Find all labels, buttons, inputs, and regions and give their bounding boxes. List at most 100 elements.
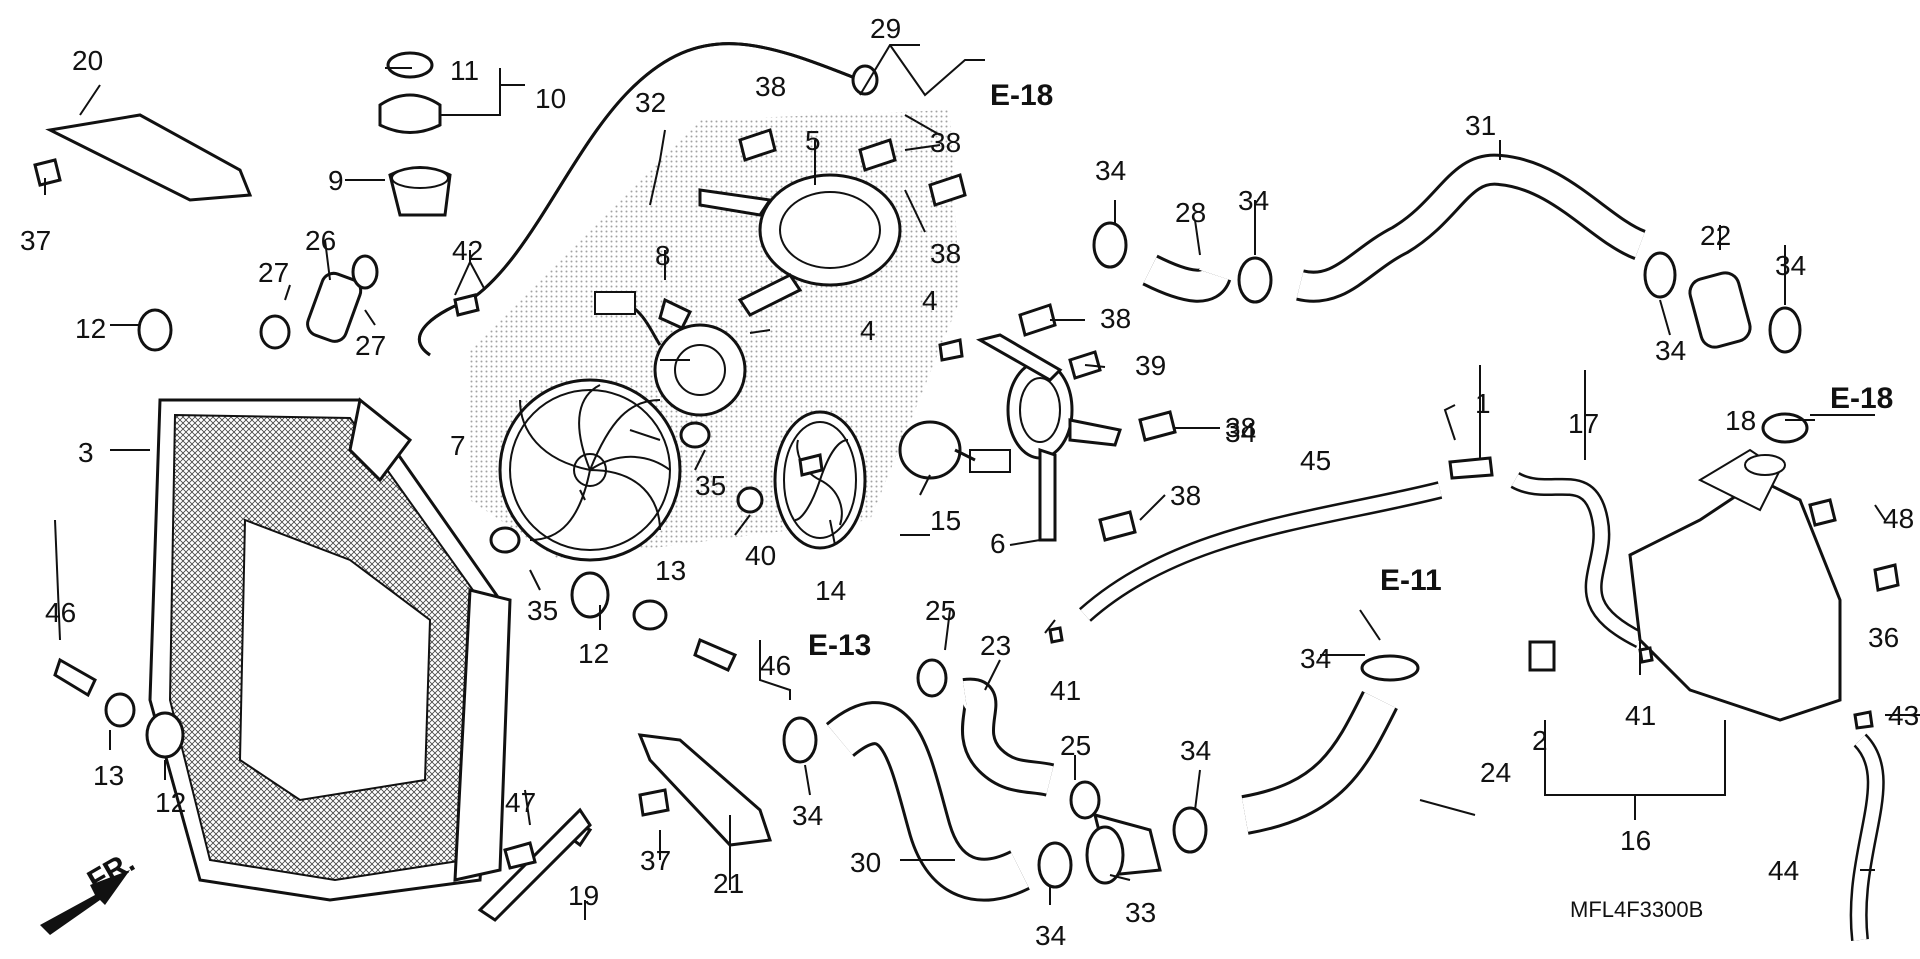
part-label: 39 <box>1135 350 1166 381</box>
part-label: 19 <box>568 880 599 911</box>
part-label: 11 <box>450 55 479 86</box>
part-label: 33 <box>1125 897 1156 928</box>
part-label: 15 <box>930 505 961 536</box>
hose-24 <box>1241 691 1398 835</box>
part-label: 37 <box>20 225 51 256</box>
hose-28 <box>1142 254 1232 303</box>
part-label: 30 <box>850 847 881 878</box>
part-label: 34 <box>792 800 823 831</box>
radiator-cap <box>378 51 452 217</box>
ref-e13: E-13 <box>808 629 871 662</box>
part-label: 8 <box>655 240 671 271</box>
hose-23 <box>960 677 1055 797</box>
part-label: 31 <box>1465 110 1496 141</box>
ref-e11: E-11 <box>1380 564 1442 597</box>
part-label: 47 <box>505 787 536 818</box>
part-label: 10 <box>535 83 566 114</box>
part-label: 42 <box>452 235 483 266</box>
ref-e18-top: E-18 <box>990 79 1053 112</box>
reserve-tank <box>1628 448 1842 722</box>
part-label: 27 <box>355 330 386 361</box>
part-label: 23 <box>980 630 1011 661</box>
clamps <box>259 64 1809 889</box>
part-label: 13 <box>93 760 124 791</box>
part-label: 34 <box>1238 185 1269 216</box>
part-label: 3 <box>78 437 94 468</box>
part-label: 44 <box>1768 855 1799 886</box>
part-label: 20 <box>72 45 103 76</box>
part-label: 12 <box>75 313 106 344</box>
part-label: 43 <box>1888 700 1919 731</box>
part-label: 9 <box>328 165 344 196</box>
fan-motor-small <box>898 420 1011 480</box>
hose-45 <box>1079 481 1443 622</box>
part-label: 17 <box>1568 408 1599 439</box>
fan-shroud-small <box>976 333 1122 542</box>
part-label: 37 <box>640 845 671 876</box>
front-arrow-label: FR. <box>82 845 140 898</box>
bolts <box>33 128 1900 870</box>
hose-31 <box>1296 153 1647 303</box>
part-label: 12 <box>578 638 609 669</box>
part-label: 38 <box>755 71 786 102</box>
hose-17 <box>1510 471 1645 649</box>
part-label: 32 <box>635 87 666 118</box>
part-label: 25 <box>925 595 956 626</box>
part-label: 46 <box>760 650 791 681</box>
radiator <box>148 397 512 902</box>
part-label: 14 <box>815 575 846 606</box>
hose-30 <box>825 701 1030 902</box>
part-label: 1 <box>1475 388 1491 419</box>
part-label: 38 <box>1225 412 1256 443</box>
part-label: 2 <box>1532 725 1548 756</box>
front-arrow: FR. <box>40 845 140 935</box>
part-label: 27 <box>258 257 289 288</box>
fan-large <box>498 378 682 562</box>
part-label: 34 <box>1775 250 1806 281</box>
part-label: 28 <box>1175 197 1206 228</box>
hose-32 <box>417 42 861 357</box>
part-label: 41 <box>1625 700 1656 731</box>
part-label: 45 <box>1300 445 1331 476</box>
part-label: 26 <box>305 225 336 256</box>
part-label: 4 <box>860 315 876 346</box>
part-label: 35 <box>695 470 726 501</box>
part-label: 46 <box>45 597 76 628</box>
part-label: 13 <box>655 555 686 586</box>
part-label: 40 <box>745 540 776 571</box>
part-label: 21 <box>713 868 744 899</box>
hose-44 <box>1849 733 1885 941</box>
part-label: 18 <box>1725 405 1756 436</box>
part-label: 38 <box>1100 303 1131 334</box>
part-label: 4 <box>922 285 938 316</box>
part-label: 5 <box>805 125 821 156</box>
part-label: 29 <box>870 13 901 44</box>
part-label: 35 <box>527 595 558 626</box>
part-label: 12 <box>155 787 186 818</box>
part-label: 34 <box>1655 335 1686 366</box>
part-label: 6 <box>990 528 1006 559</box>
fan-small <box>773 410 867 550</box>
part-label: 22 <box>1700 220 1731 251</box>
brackets <box>45 113 773 922</box>
part-label: 48 <box>1883 503 1914 534</box>
part-label: 34 <box>1095 155 1126 186</box>
part-label: 34 <box>1180 735 1211 766</box>
hose-joints <box>306 271 1752 885</box>
part-label: 36 <box>1868 622 1899 653</box>
leader-lines <box>44 44 1920 920</box>
part-label: 7 <box>450 430 466 461</box>
part-label: 38 <box>1170 480 1201 511</box>
part-label: 25 <box>1060 730 1091 761</box>
grommets <box>104 308 764 759</box>
part-label: 38 <box>930 238 961 269</box>
part-label: 24 <box>1480 757 1511 788</box>
part-label: 34 <box>1300 643 1331 674</box>
ref-e18-right: E-18 <box>1830 382 1893 415</box>
part-label: 34 <box>1035 920 1066 951</box>
part-label: 34 <box>1225 417 1256 448</box>
part-label: 16 <box>1620 825 1651 856</box>
fan-shroud <box>698 173 902 317</box>
fan-motor <box>594 291 747 417</box>
